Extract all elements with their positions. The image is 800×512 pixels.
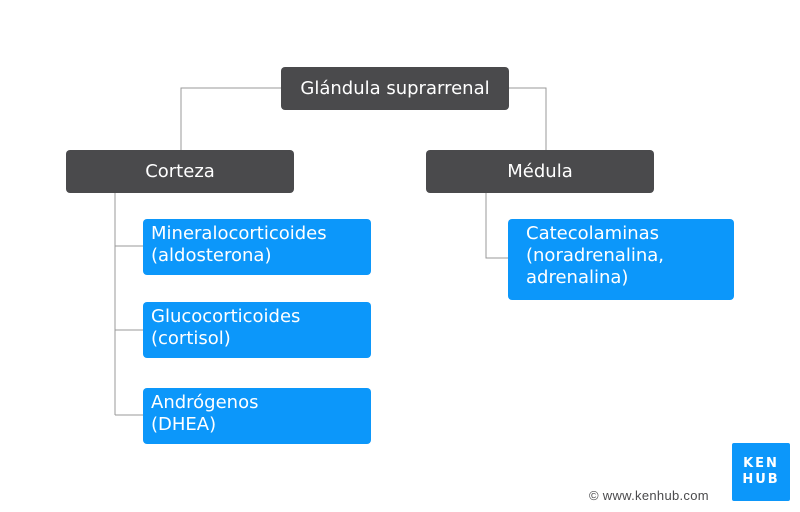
leaf-line: (DHEA) <box>151 414 217 435</box>
leaf-line: (cortisol) <box>151 328 231 349</box>
root-node: Glándula suprarrenal <box>281 67 509 110</box>
leaf-node-catecolaminas: Catecolaminas (noradrenalina, adrenalina… <box>508 219 734 300</box>
branch-node-corteza: Corteza <box>66 150 294 193</box>
connector-root-corteza <box>180 87 281 151</box>
leaf-line: Andrógenos <box>151 392 259 413</box>
root-label: Glándula suprarrenal <box>300 77 490 99</box>
leaf-line: adrenalina) <box>526 267 629 288</box>
leaf-node-glucocorticoides: Glucocorticoides (cortisol) <box>143 302 371 358</box>
leaf-line: Mineralocorticoides <box>151 223 327 244</box>
logo-line-1: KEN <box>743 456 779 471</box>
logo-line-2: HUB <box>742 472 780 487</box>
copyright-text: © www.kenhub.com <box>589 488 709 503</box>
branch-node-medula: Médula <box>426 150 654 193</box>
leaf-line: Catecolaminas <box>526 223 660 244</box>
leaf-line: (noradrenalina, <box>526 245 664 266</box>
leaf-node-mineralocorticoides: Mineralocorticoides (aldosterona) <box>143 219 371 275</box>
leaf-node-androgenos: Andrógenos (DHEA) <box>143 388 371 444</box>
branch-label-medula: Médula <box>507 160 573 182</box>
branch-label-corteza: Corteza <box>145 160 215 182</box>
connector-medula-child-1 <box>485 193 508 259</box>
kenhub-logo: KEN HUB <box>732 443 790 501</box>
leaf-line: Glucocorticoides <box>151 306 301 327</box>
connector-root-medula <box>508 87 547 151</box>
leaf-line: (aldosterona) <box>151 245 272 266</box>
